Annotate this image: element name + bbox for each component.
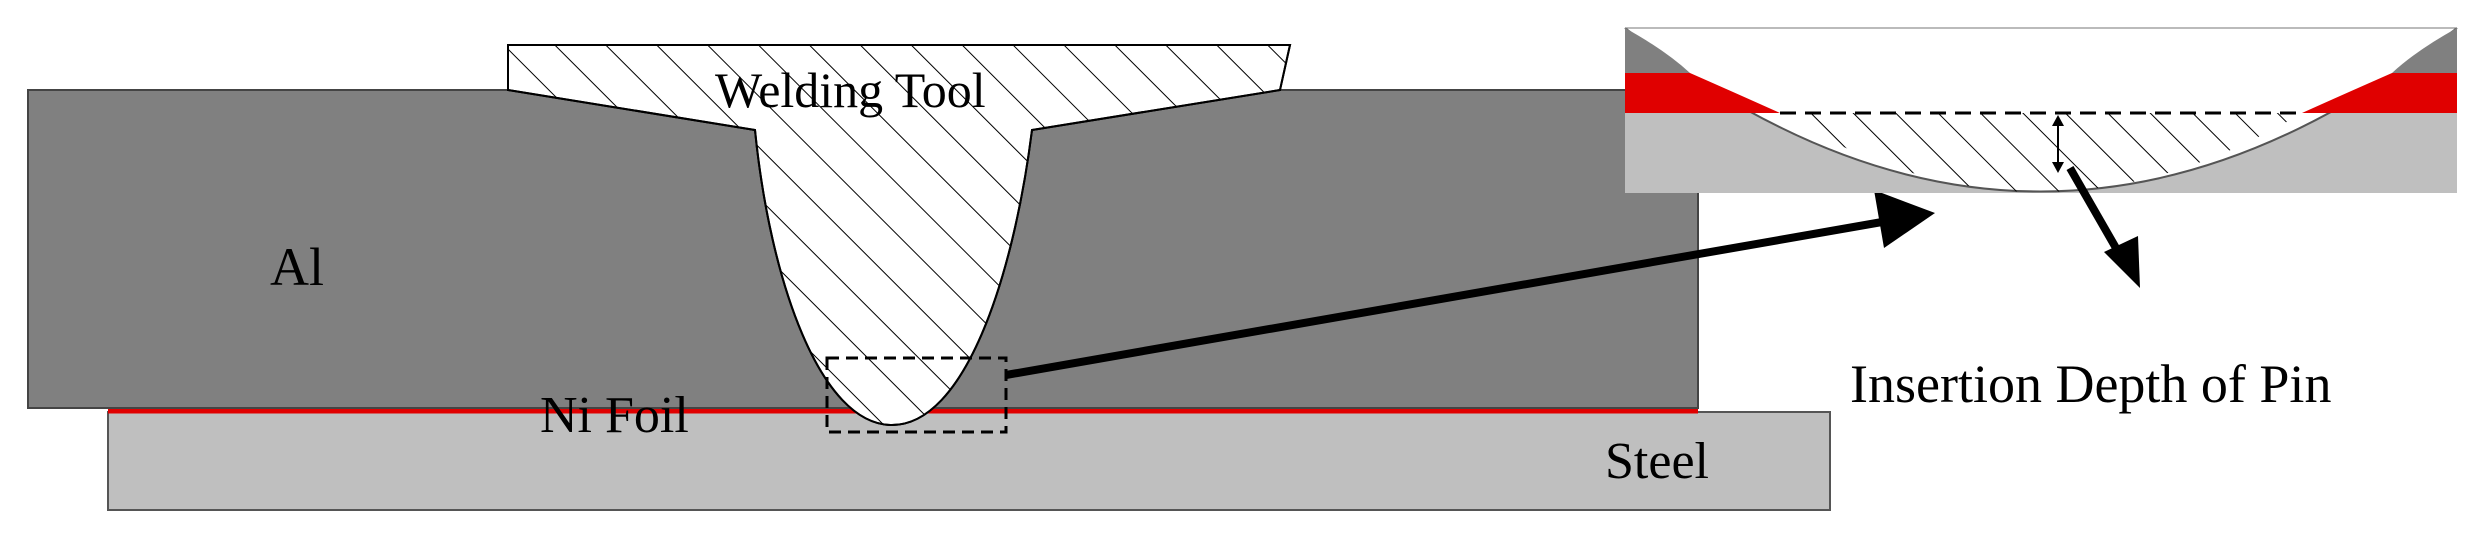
- insertion-depth-arrow: [2066, 166, 2124, 257]
- steel-label: Steel: [1605, 433, 1709, 490]
- aluminum-label: Al: [270, 237, 324, 297]
- zoom-arrow: [1005, 214, 1906, 379]
- zoom-region-box: [825, 356, 1008, 434]
- welding-tool-label: Welding Tool: [715, 62, 986, 118]
- ni-foil-label: Ni Foil: [540, 387, 689, 444]
- steel-plate: [107, 411, 1831, 511]
- welding-tool-hatch: [507, 44, 1292, 427]
- insertion-depth-label: Insertion Depth of Pin: [1850, 354, 2331, 414]
- inset-penetration-hatch: [1780, 113, 2302, 192]
- zoom-arrowhead: [1874, 190, 1935, 248]
- inset-detail: [1624, 27, 2458, 193]
